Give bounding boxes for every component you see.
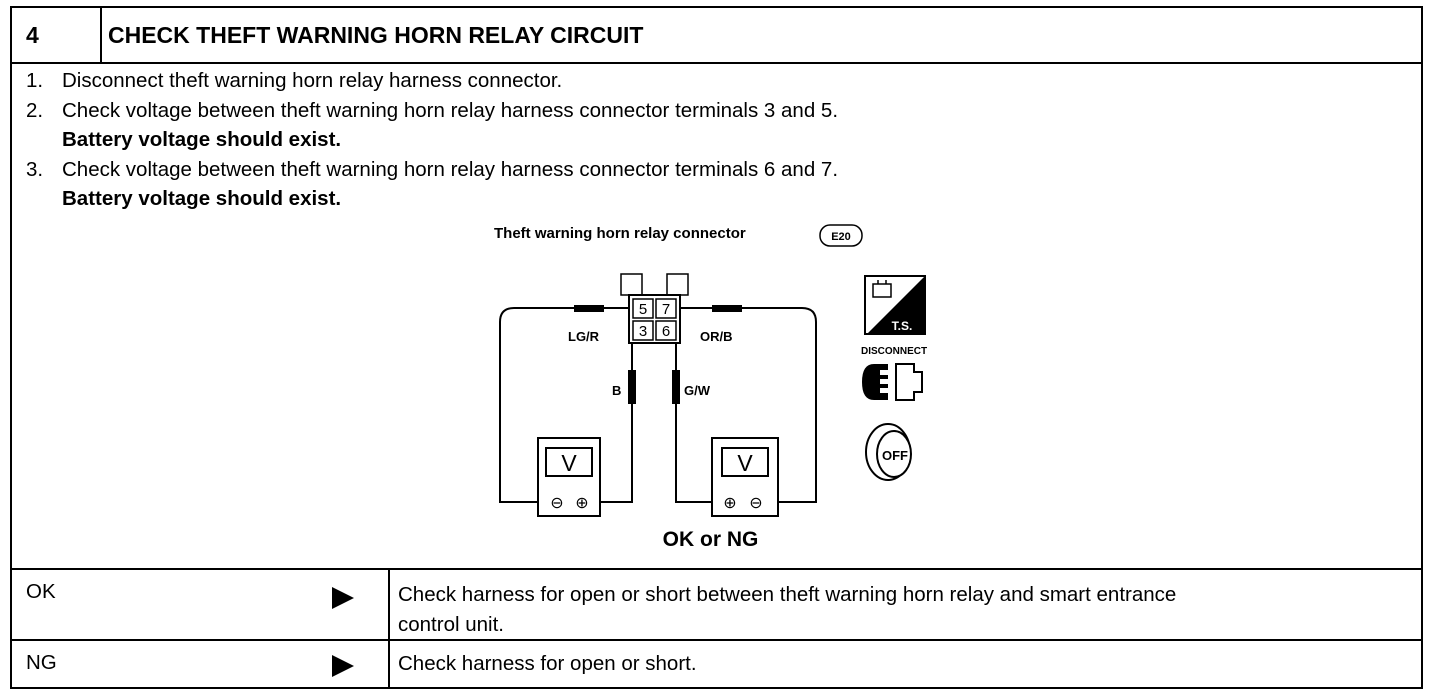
expected-result: Battery voltage should exist. <box>62 187 342 210</box>
instruction-1: 1. Disconnect theft warning horn relay h… <box>26 66 1326 96</box>
relay-connector <box>620 273 689 344</box>
outcome-action: Check harness for open or short between … <box>398 580 1398 640</box>
meter-symbol: V <box>737 450 753 476</box>
outcome-label: OK <box>26 580 56 603</box>
result-prompt-text: OK or NG <box>662 528 759 551</box>
terminal-7: 7 <box>662 301 670 318</box>
arrow-right-icon <box>332 655 354 677</box>
meter-symbol: V <box>561 450 577 476</box>
arrow-right-icon <box>332 587 354 609</box>
outcome-label: NG <box>26 651 57 674</box>
probe-orb <box>712 305 742 312</box>
outcome-action-line-1: Check harness for open or short. <box>398 652 697 675</box>
instruction-2: 2. Check voltage between theft warning h… <box>26 96 1326 126</box>
instructions: 1. Disconnect theft warning horn relay h… <box>26 66 1326 214</box>
result-prompt: OK or NG <box>12 528 1421 552</box>
step-header: 4 CHECK THEFT WARNING HORN RELAY CIRCUIT <box>12 8 1421 62</box>
connector-id: E20 <box>831 231 851 243</box>
probe-lgr <box>574 305 604 312</box>
probe-gw <box>672 370 680 404</box>
step-title: CHECK THEFT WARNING HORN RELAY CIRCUIT <box>108 21 644 48</box>
instruction-number: 3. <box>26 157 44 181</box>
plus-terminal: ⊕ <box>575 495 588 512</box>
plus-terminal: ⊕ <box>723 495 736 512</box>
probe-b <box>628 370 636 404</box>
disconnect-label: DISCONNECT <box>861 346 927 357</box>
wire-label-lgr: LG/R <box>568 329 600 344</box>
column-divider <box>388 641 390 687</box>
terminal-5: 5 <box>639 301 647 318</box>
wire-label-gw: G/W <box>684 383 711 398</box>
instruction-text: Disconnect theft warning horn relay harn… <box>62 69 563 92</box>
voltmeter-right: V ⊕ ⊖ <box>711 437 779 517</box>
off-label: OFF <box>882 448 908 463</box>
procedure-table: 4 CHECK THEFT WARNING HORN RELAY CIRCUIT… <box>10 6 1423 689</box>
connector-id-badge: E20 <box>819 224 863 247</box>
header-divider <box>12 62 1421 64</box>
step-number: 4 <box>12 8 102 62</box>
minus-terminal: ⊖ <box>749 495 762 512</box>
outcome-action-line-2: control unit. <box>398 613 504 636</box>
outcome-row-ng: NG Check harness for open or short. <box>12 639 1421 687</box>
terminal-3: 3 <box>639 323 647 340</box>
instruction-number: 2. <box>26 98 44 122</box>
instruction-number: 1. <box>26 69 44 92</box>
outcome-row-ok: OK Check harness for open or short betwe… <box>12 568 1421 639</box>
diagram-caption: Theft warning horn relay connector <box>494 225 746 242</box>
instruction-text: Check voltage between theft warning horn… <box>62 157 839 181</box>
column-divider <box>388 570 390 639</box>
ignition-off-icon: OFF <box>865 423 912 481</box>
outcome-action-line-1: Check harness for open or short between … <box>398 583 1177 606</box>
wiring-diagram: Theft warning horn relay connector E20 5… <box>494 224 927 517</box>
outcome-action: Check harness for open or short. <box>398 649 1398 679</box>
voltmeter-left: V ⊖ ⊕ <box>537 437 601 517</box>
ts-icon: T.S. <box>864 275 926 335</box>
terminal-6: 6 <box>662 323 670 340</box>
disconnect-icon <box>862 363 923 401</box>
wire-label-orb: OR/B <box>700 329 733 344</box>
expected-result: Battery voltage should exist. <box>62 128 342 151</box>
minus-terminal: ⊖ <box>550 495 563 512</box>
ts-label: T.S. <box>892 319 913 333</box>
instruction-text: Check voltage between theft warning horn… <box>62 98 839 122</box>
instruction-3: 3. Check voltage between theft warning h… <box>26 155 1326 185</box>
wire-label-b: B <box>612 383 621 398</box>
